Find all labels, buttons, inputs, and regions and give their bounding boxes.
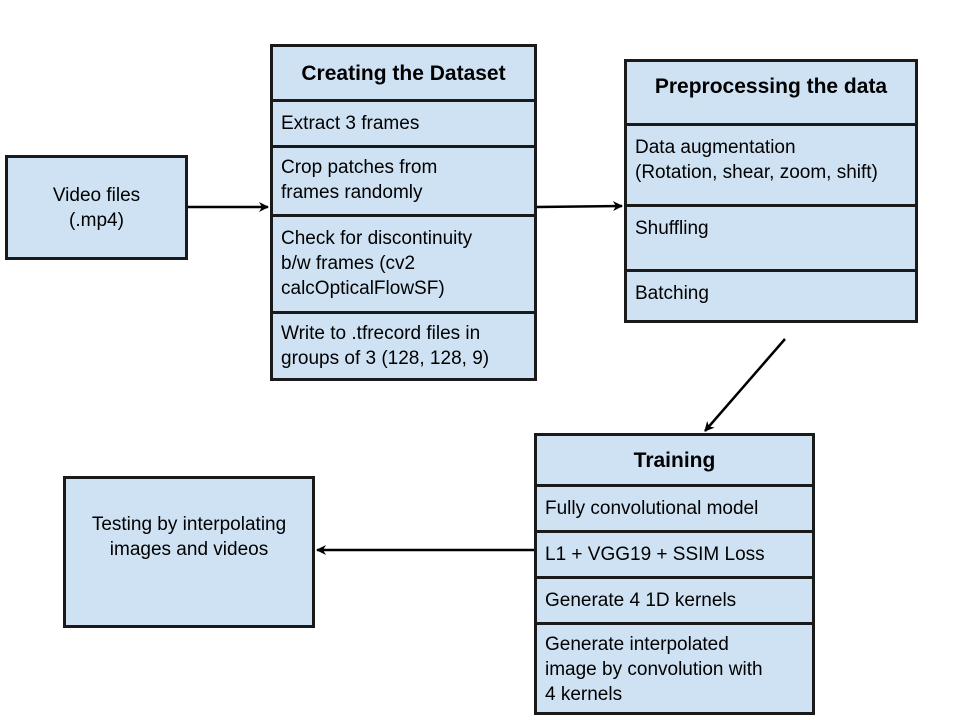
dataset-step-4-line-1: Write to .tfrecord files in — [281, 323, 481, 344]
training-step-2-line-1: L1 + VGG19 + SSIM Loss — [545, 544, 765, 565]
video-files-box: Video files (.mp4) — [5, 155, 188, 260]
training-step-4-line-1: Generate interpolated — [545, 634, 729, 655]
preprocess-step-shuffling: Shuffling — [627, 204, 915, 270]
dataset-step-1-line-1: Extract 3 frames — [281, 113, 420, 134]
dataset-step-write-tfrecord: Write to .tfrecord files in groups of 3 … — [273, 311, 534, 381]
training-step-loss: L1 + VGG19 + SSIM Loss — [537, 530, 812, 577]
training-step-4-line-3: 4 kernels — [545, 684, 623, 705]
dataset-step-4-line-2: groups of 3 (128, 128, 9) — [281, 348, 490, 369]
training-step-interpolate: Generate interpolated image by convoluti… — [537, 622, 812, 715]
training-step-1-line-1: Fully convolutional model — [545, 498, 759, 519]
dataset-step-3-line-3: calcOpticalFlowSF) — [281, 278, 445, 299]
dataset-step-2-line-2: frames randomly — [281, 182, 423, 203]
dataset-step-2-line-1: Crop patches from — [281, 157, 438, 178]
preprocess-step-1-line-1: Data augmentation — [635, 137, 796, 158]
preprocess-step-batching: Batching — [627, 269, 915, 323]
preprocess-step-3-line-1: Batching — [635, 283, 709, 304]
training-step-model: Fully convolutional model — [537, 484, 812, 531]
preprocessing-box: Preprocessing the data Data augmentation… — [624, 59, 918, 323]
dataset-step-3-line-1: Check for discontinuity — [281, 228, 473, 249]
training-box: Training Fully convolutional model L1 + … — [534, 433, 815, 715]
training-step-4-line-2: image by convolution with — [545, 659, 763, 680]
testing-label: Testing by interpolating images and vide… — [92, 512, 286, 562]
dataset-step-crop-patches: Crop patches from frames randomly — [273, 145, 534, 215]
dataset-step-check-discontinuity: Check for discontinuity b/w frames (cv2 … — [273, 214, 534, 312]
video-files-label: Video files (.mp4) — [53, 183, 140, 233]
dataset-step-3-line-2: b/w frames (cv2 — [281, 253, 416, 274]
creating-dataset-title: Creating the Dataset — [301, 62, 506, 85]
preprocess-step-1-line-2: (Rotation, shear, zoom, shift) — [635, 162, 878, 183]
dataset-step-extract-frames: Extract 3 frames — [273, 99, 534, 146]
preprocess-step-2-line-1: Shuffling — [635, 218, 709, 239]
arrow-dataset-to-preprocessing — [536, 201, 623, 212]
testing-line-1: Testing by interpolating — [91, 514, 287, 535]
preprocessing-title: Preprocessing the data — [654, 75, 888, 98]
video-files-line-2: (.mp4) — [69, 209, 124, 231]
testing-box: Testing by interpolating images and vide… — [63, 476, 315, 628]
creating-dataset-box: Creating the Dataset Extract 3 frames Cr… — [270, 44, 537, 381]
testing-line-2: images and videos — [109, 539, 269, 560]
training-step-3-line-1: Generate 4 1D kernels — [545, 590, 737, 611]
arrow-preprocessing-to-training — [704, 338, 786, 432]
video-files-line-1: Video files — [52, 184, 141, 206]
training-title: Training — [633, 449, 716, 472]
preprocess-step-augmentation: Data augmentation (Rotation, shear, zoom… — [627, 123, 915, 205]
training-step-kernels: Generate 4 1D kernels — [537, 576, 812, 623]
